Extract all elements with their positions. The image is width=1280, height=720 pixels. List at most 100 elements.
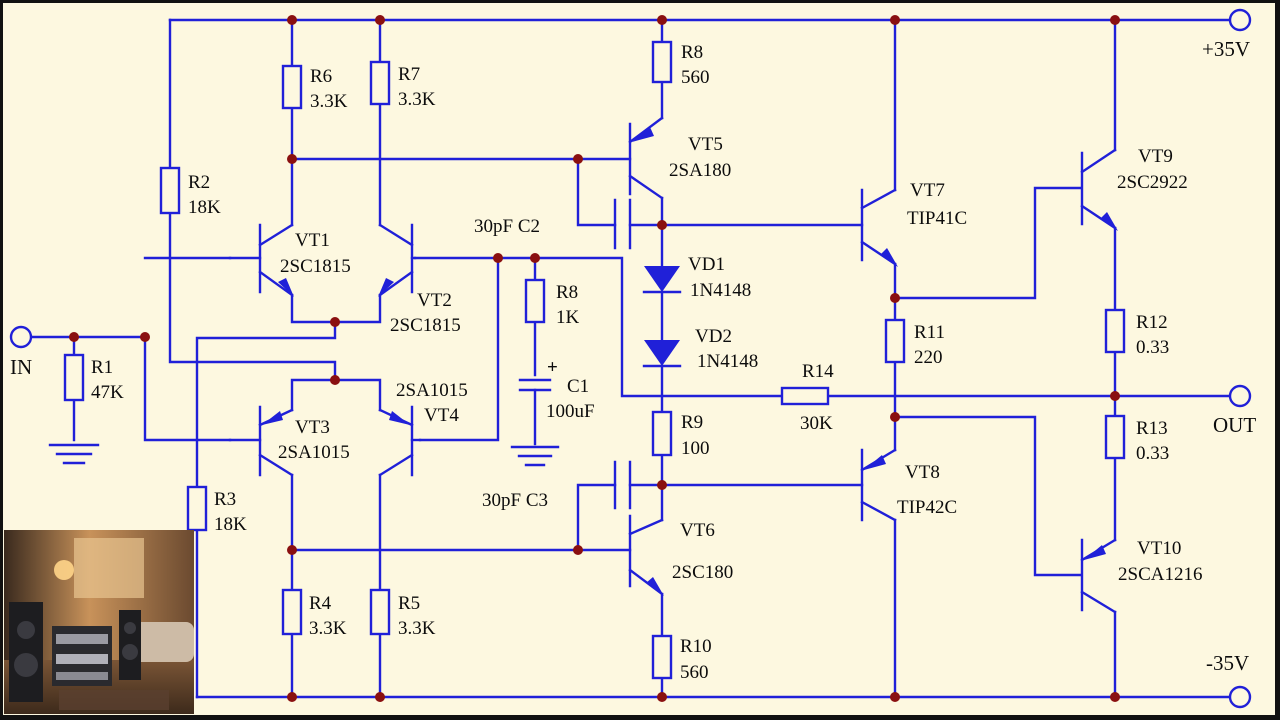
diode-vd1 [642,266,682,294]
resistor-r12 [1104,308,1126,354]
vd1-name: VD1 [688,254,725,275]
r8b-name: R8 [556,282,578,303]
living-room-photo [4,530,194,714]
resistor-r3 [186,485,208,532]
junctions [69,15,1120,702]
r2-name: R2 [188,172,210,193]
r12-name: R12 [1136,312,1168,333]
vt6-name: VT6 [680,520,715,541]
labels: +35V -35V IN OUT R1 47K R2 18K R3 18K R4… [10,37,1256,683]
r11-value: 220 [914,347,943,368]
transistor-vt2 [378,223,417,297]
r3-name: R3 [214,489,236,510]
vt9-name: VT9 [1138,146,1173,167]
r5-value: 3.3K [398,618,436,639]
vt7-value: TIP41C [907,208,967,229]
r6-value: 3.3K [310,91,348,112]
r8-value: 560 [681,67,710,88]
r13-value: 0.33 [1136,443,1169,464]
capacitor-c3 [613,460,632,510]
r2-value: 18K [188,197,221,218]
diodes [642,266,682,368]
vd1-value: 1N4148 [690,280,751,301]
transistor-vt3 [228,405,294,477]
c1-name: C1 [567,376,589,397]
vt1-value: 2SC1815 [280,256,351,277]
resistor-r5 [369,588,391,636]
transistor-vt10 [1080,538,1117,614]
diode-vd2 [642,340,682,368]
r8-name: R8 [681,42,703,63]
canvas-background [3,3,1275,715]
supply-rails [168,8,1252,709]
vt7-name: VT7 [910,180,945,201]
resistor-r8 [651,40,673,84]
r14-name: R14 [802,361,834,382]
vt5-name: VT5 [688,134,723,155]
transistor-vt1 [228,223,294,297]
vplus-label: +35V [1202,37,1250,61]
vt10-name: VT10 [1137,538,1181,559]
c1-value: 100uF [546,401,595,422]
resistor-r2 [159,166,181,215]
vt2-name: VT2 [417,290,452,311]
r7-name: R7 [398,64,420,85]
vplus-terminal [1228,8,1252,32]
resistor-r13 [1104,414,1126,460]
resistor-r8-1k [524,278,546,324]
resistor-r1 [63,353,85,402]
vt6-value: 2SC180 [672,562,733,583]
transistor-vt6 [628,514,664,596]
r8b-value: 1K [556,307,580,328]
vt3-value: 2SA1015 [278,442,350,463]
capacitor-c2 [613,198,632,250]
c1-plus: + [547,357,558,378]
transistor-vt9 [1080,148,1118,231]
r5-name: R5 [398,593,420,614]
in-label: IN [10,355,32,379]
resistor-r9 [651,410,673,457]
r14-value: 30K [800,413,833,434]
vminus-label: -35V [1206,651,1249,675]
resistor-r6 [281,64,303,110]
r6-name: R6 [310,66,332,87]
capacitors [613,198,632,510]
r10-name: R10 [680,636,712,657]
r1-name: R1 [91,357,113,378]
transistor-vt7 [860,188,898,267]
vt4-value: 2SA1015 [396,380,468,401]
resistor-r7 [369,60,391,106]
in-terminal [9,325,33,349]
resistors [63,40,1126,680]
left-speaker [9,602,43,702]
r10-value: 560 [680,662,709,683]
vt9-value: 2SC2922 [1117,172,1188,193]
vt8-value: TIP42C [897,497,957,518]
vd2-name: VD2 [695,326,732,347]
vminus-terminal [1228,685,1252,709]
vt8-name: VT8 [905,462,940,483]
transistor-vt4 [378,405,422,477]
r9-value: 100 [681,438,710,459]
vt10-value: 2SCA1216 [1118,564,1202,585]
r7-value: 3.3K [398,89,436,110]
lamp-light [54,560,74,580]
sofa [124,622,194,662]
vt4-name: VT4 [424,405,459,426]
resistor-r14 [780,386,830,406]
r4-value: 3.3K [309,618,347,639]
vt5-value: 2SA180 [669,160,731,181]
out-label: OUT [1213,413,1256,437]
r12-value: 0.33 [1136,337,1169,358]
transistor-vt5 [628,116,664,200]
r1-value: 47K [91,382,124,403]
r13-name: R13 [1136,418,1168,439]
transistors [228,116,1118,614]
living-room-illustration [4,530,194,714]
resistor-r4 [281,588,303,636]
r4-name: R4 [309,593,332,614]
r11-name: R11 [914,322,945,343]
transistor-vt8 [860,448,897,522]
